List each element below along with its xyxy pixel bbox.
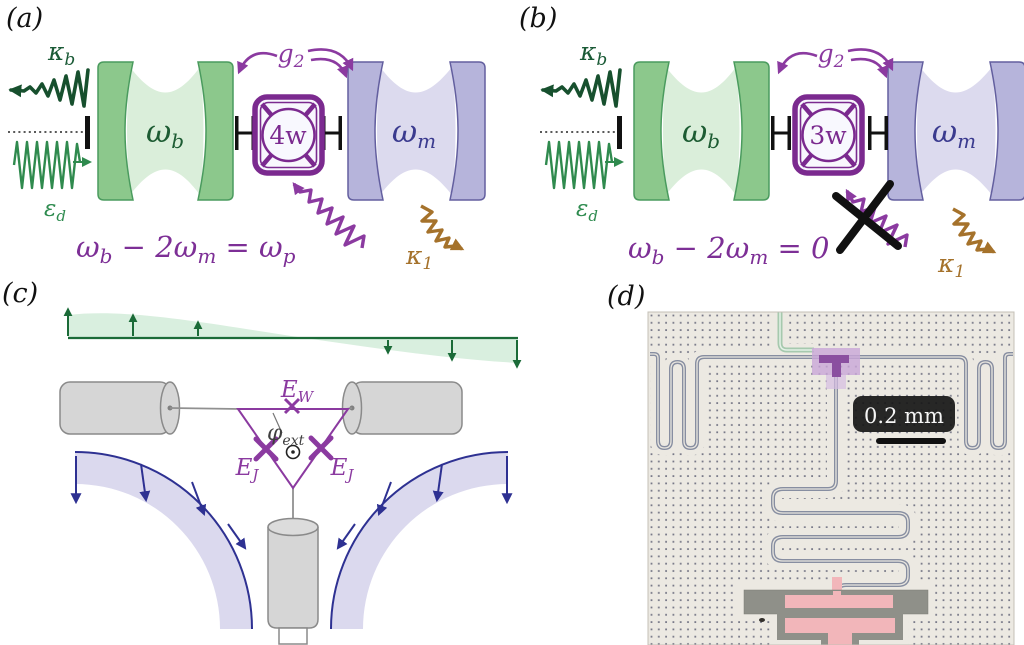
wire: [169, 407, 241, 410]
kappa-b-label: κb: [47, 37, 75, 70]
mixer-box-b-text: 3w: [809, 121, 847, 150]
panel-b-label: (b): [519, 3, 557, 34]
EJ-label: EJ: [235, 455, 260, 484]
field-arrow: [139, 463, 151, 503]
kappa1-arrow-b: [953, 209, 994, 252]
EJ-label: EJ: [330, 455, 355, 484]
defect-speck: [759, 618, 765, 622]
panel-c: (c): [2, 278, 522, 645]
coupler-b-left: [769, 114, 793, 152]
g2-label: g2: [818, 39, 845, 72]
pink-electrode-notch: [833, 591, 841, 597]
post-connector: [278, 627, 308, 645]
pink-electrode: [785, 595, 893, 608]
cavity-post-left: [59, 381, 181, 435]
kappa1-arrow-a: [421, 206, 462, 249]
kappa-b-label: κb: [579, 37, 607, 70]
epsilon-d-label: εd: [44, 196, 66, 225]
panel-c-label: (c): [2, 278, 38, 309]
pink-tee-electrode: [785, 618, 895, 645]
kappa-1-label: κ1: [937, 249, 965, 282]
buffer-mode-field-icon: [63, 307, 522, 369]
field-lobe-negative: [305, 338, 518, 363]
drive-port-b: [540, 70, 622, 188]
coupler-highlight: [826, 375, 846, 389]
scale-bar-badge: [853, 396, 955, 432]
field-arrow: [191, 481, 207, 517]
scale-bar-line: [876, 438, 946, 444]
EW-junction-icon: [283, 397, 301, 415]
omega-b-label: ωb: [682, 114, 720, 153]
panel-a: (a) κb εd ωb ωm g2 4w κ1 ωb − 2ωm = ωp: [6, 3, 486, 274]
scale-bar-text: 0.2 mm: [864, 404, 944, 428]
panel-b: (b) κb εd ωb ωm g2 3w κ1 ωb − 2ωm = 0: [519, 3, 1024, 282]
field-arrow: [336, 523, 356, 550]
coupler-a-left: [233, 114, 257, 152]
g2-label: g2: [278, 39, 305, 72]
memory-mode-field-icon: [70, 451, 513, 630]
epsilon-d-label: εd: [576, 196, 598, 225]
coupler-b-right: [866, 114, 890, 152]
no-pump-cross-icon: [836, 180, 894, 254]
flux-out-of-plane-icon: [285, 444, 301, 460]
panel-d-label: (d): [607, 281, 645, 312]
kappa-1-label: κ1: [405, 241, 433, 274]
post-body: [351, 381, 463, 435]
omega-m-label: ωm: [932, 114, 976, 153]
field-arrow: [376, 481, 392, 517]
omega-b-label: ωb: [146, 114, 184, 153]
cpw-gap: [779, 312, 814, 351]
cavity-post-right: [341, 381, 463, 435]
post-top-face: [267, 517, 319, 537]
panel-a-label: (a): [6, 3, 43, 34]
phi-pointer-line: [272, 412, 283, 434]
field-band-left: [75, 452, 252, 629]
post-body: [267, 527, 319, 629]
omega-m-label: ωm: [392, 114, 436, 153]
panel-d: (d): [607, 281, 1015, 645]
EW-label: EW: [280, 377, 315, 406]
bottom-post: [267, 517, 319, 645]
photo-border: [647, 311, 1015, 645]
post-body: [59, 381, 171, 435]
resonance-equation-b: ωb − 2ωm = 0: [628, 231, 829, 269]
field-arrow: [432, 463, 444, 503]
EJ-junction-icon: [308, 435, 334, 461]
EJ-junction-icon: [253, 436, 279, 462]
no-pump-cross-icon: [832, 192, 902, 250]
tee-coupler: [832, 355, 841, 377]
pump-wavy-arrow-icon: [292, 182, 366, 249]
coupler-a-right: [320, 114, 344, 152]
cpw-gap: [772, 375, 909, 600]
drive-port-a: [8, 70, 90, 188]
phi-ext-label: φext: [267, 421, 305, 449]
field-band-right: [331, 452, 508, 629]
field-arrow: [227, 523, 247, 550]
chip-micrograph: 0.2 mm: [648, 312, 1014, 645]
resonance-equation-a: ωb − 2ωm = ωp: [76, 230, 296, 268]
pink-stub: [832, 577, 842, 591]
mixer-box-a-text: 4w: [269, 121, 307, 150]
field-lobe-positive: [68, 313, 305, 338]
